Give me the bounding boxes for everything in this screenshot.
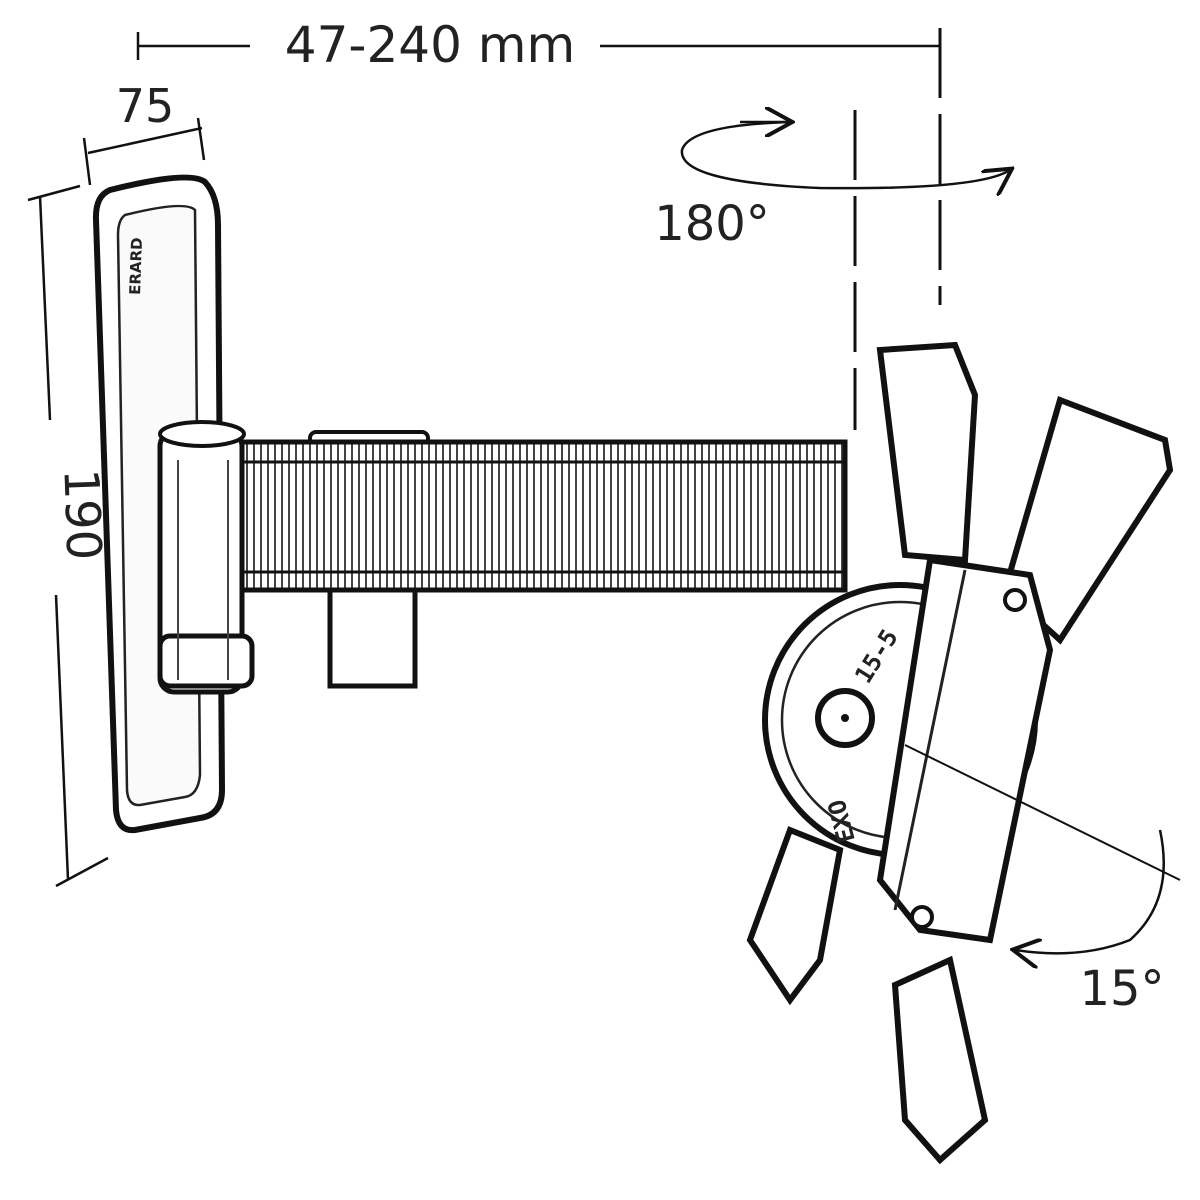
brand-logo: ERARD xyxy=(126,237,146,295)
height-label: 190 xyxy=(52,468,111,562)
height-dimension xyxy=(27,184,109,888)
reach-label: 47-240 mm xyxy=(285,16,575,74)
swivel-label: 180° xyxy=(654,196,770,252)
tilt-label: 15° xyxy=(1079,961,1164,1017)
width-dimension xyxy=(82,117,206,186)
reach-dimension xyxy=(136,28,942,430)
swing-arm xyxy=(157,420,848,695)
tilt-bracket: 15-5 EXO xyxy=(746,341,1174,1165)
tilt-arrow xyxy=(904,744,1181,953)
width-label: 75 xyxy=(116,79,175,133)
swivel-arrow xyxy=(680,122,1010,188)
